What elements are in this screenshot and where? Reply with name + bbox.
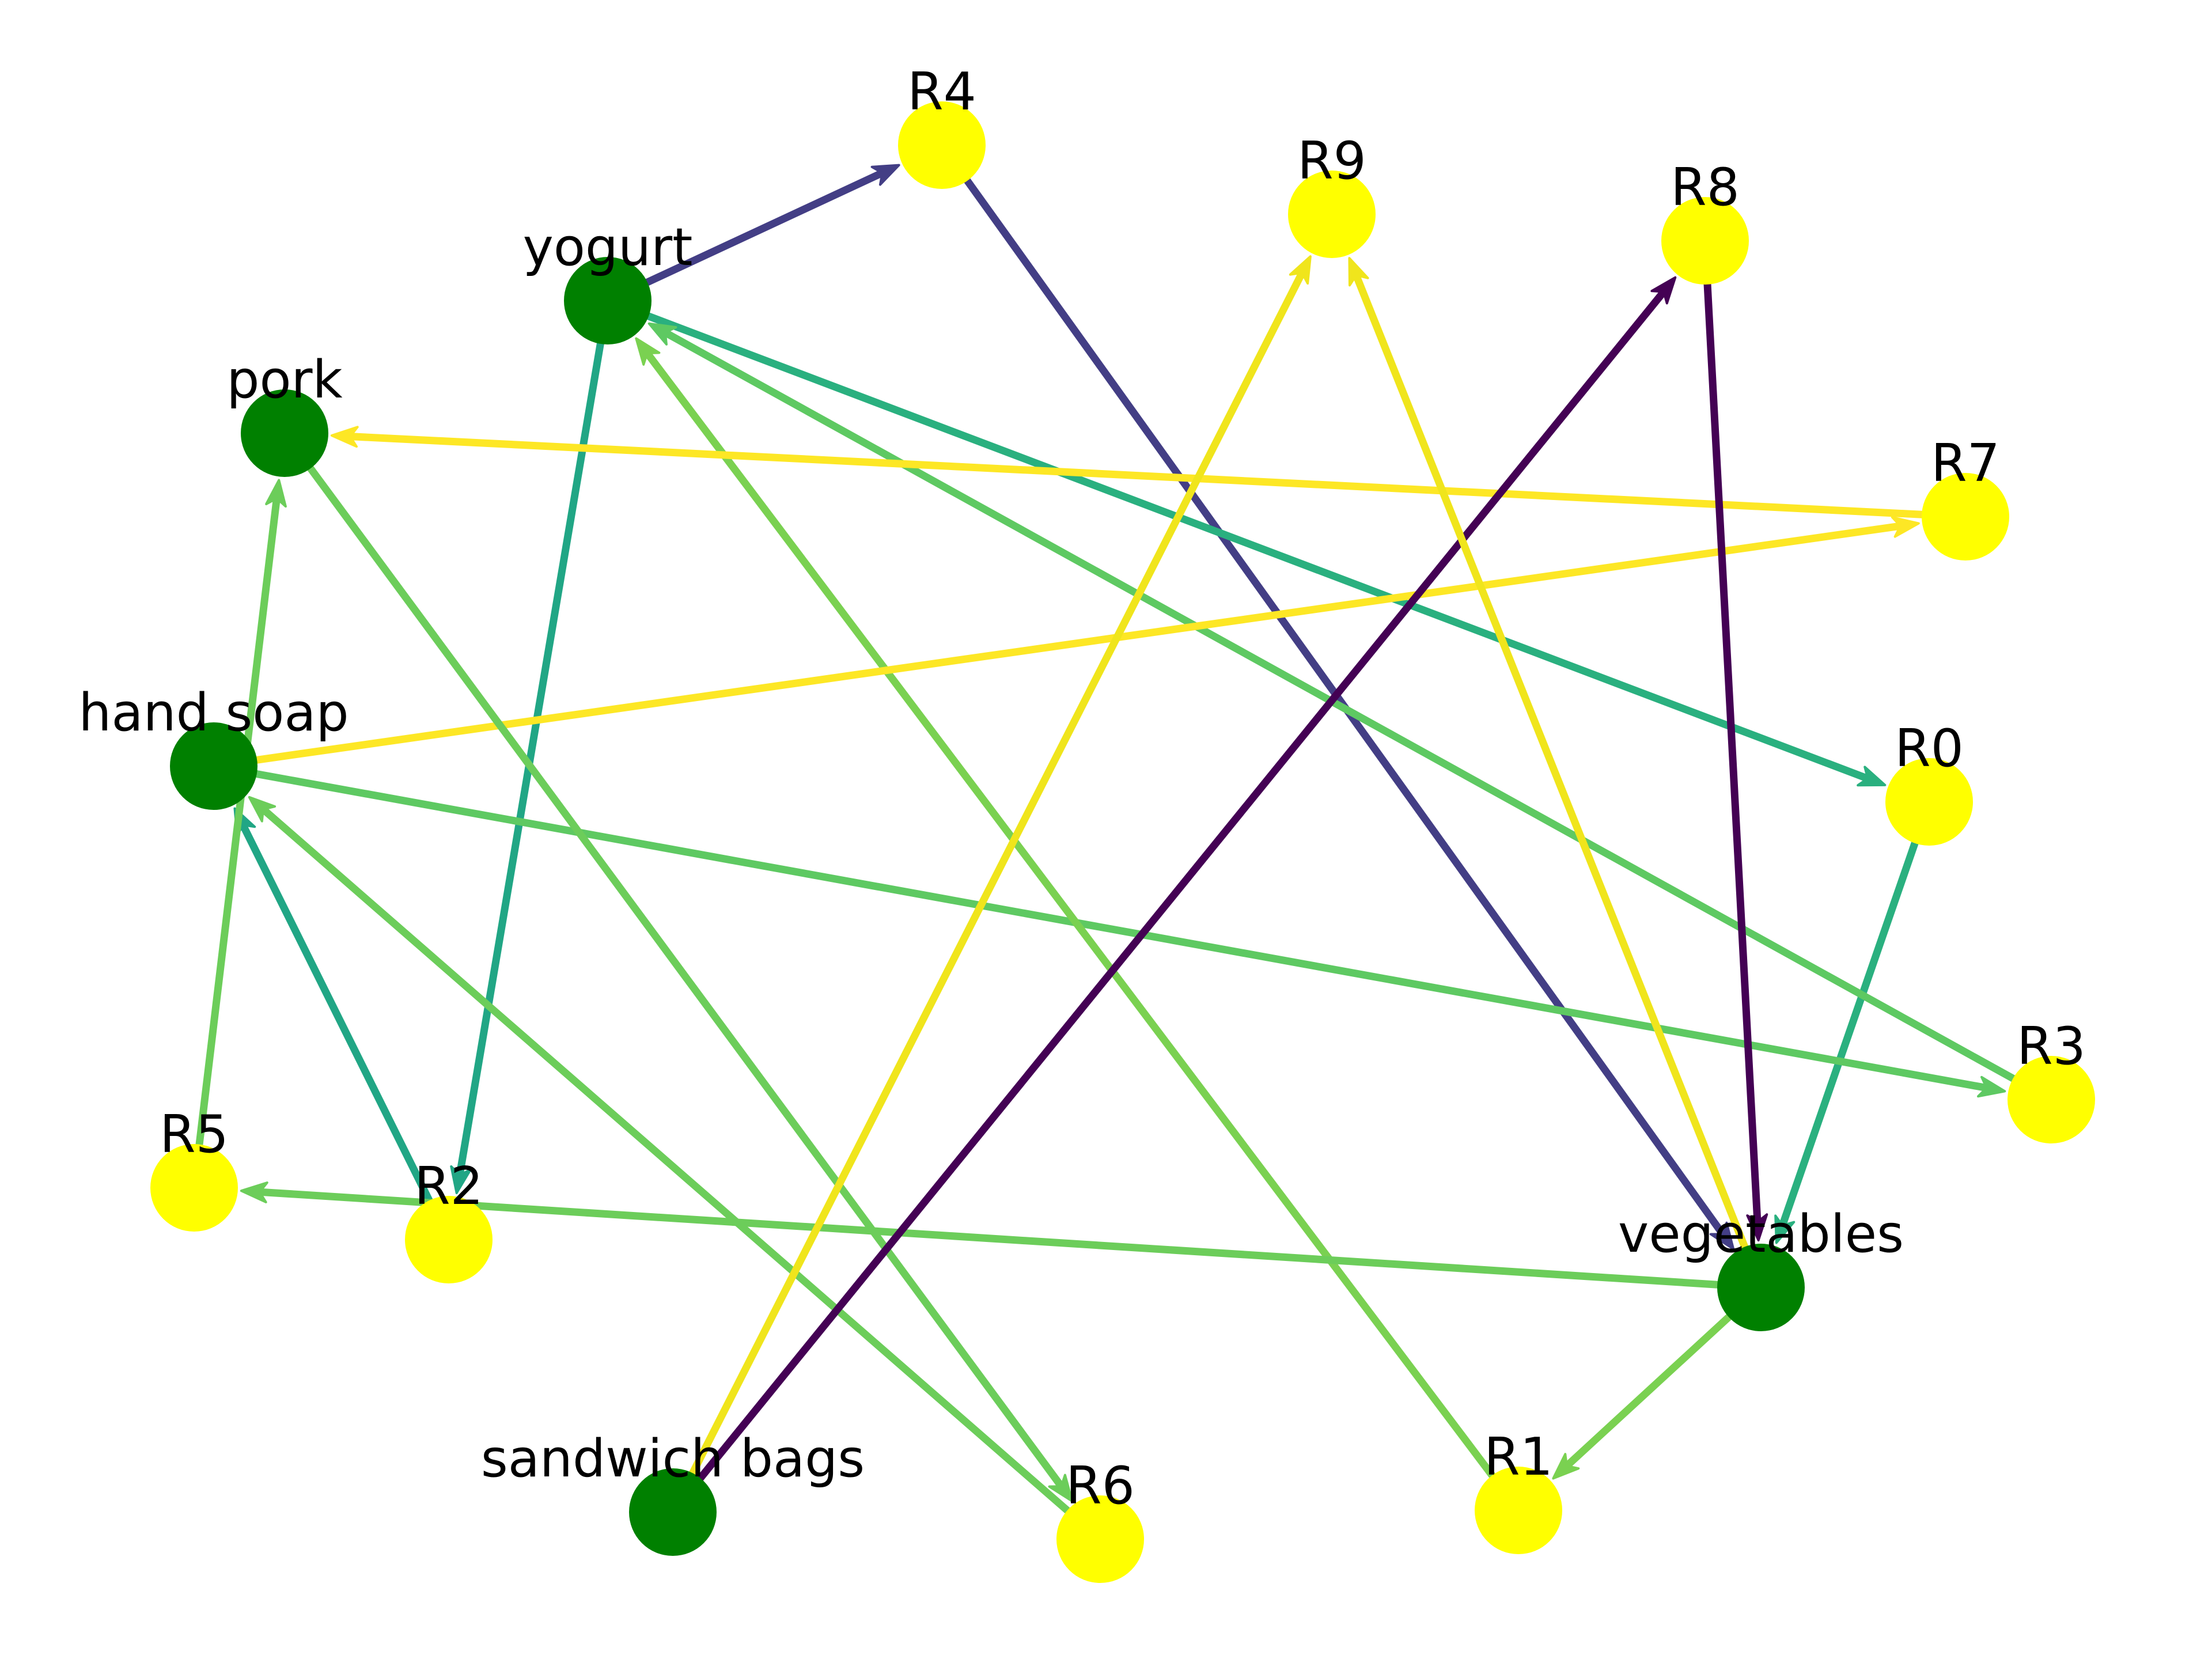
edge-vegetables-to-r1 [1552, 1304, 1743, 1480]
edge-line [1353, 274, 1753, 1263]
nodes-layer [150, 101, 2095, 1583]
edge-vegetables-to-r5 [240, 1181, 1734, 1290]
edge-vegetables-to-r9 [1348, 257, 1753, 1263]
edge-line [349, 433, 1939, 519]
arrowhead-icon [1048, 1474, 1074, 1503]
arrowhead-icon [1976, 1075, 2006, 1098]
arrowhead-icon [1857, 766, 1887, 787]
edge-r3-to-yogurt [647, 322, 2028, 1089]
node-r6 [1056, 1495, 1144, 1583]
edge-line [240, 768, 1988, 1092]
edge-line [194, 497, 281, 1161]
node-label-hand-soap: hand soap [78, 683, 349, 743]
edge-line [1703, 267, 1762, 1224]
node-label-r1: R1 [1484, 1427, 1553, 1487]
edge-line [683, 271, 1305, 1489]
arrowhead-icon [450, 1165, 472, 1195]
edge-line [456, 327, 607, 1177]
node-pork [241, 389, 328, 477]
edges-layer [194, 164, 2028, 1523]
edge-pork-to-r6 [299, 454, 1074, 1503]
edge-line [258, 1188, 1734, 1290]
node-r9 [1288, 171, 1376, 258]
node-r3 [2008, 1056, 2095, 1143]
edge-line [645, 351, 1504, 1490]
arrowhead-icon [1709, 1221, 1735, 1251]
node-label-vegetables: vegetables [1618, 1204, 1904, 1264]
edge-line [632, 308, 1870, 782]
edge-r7-to-pork [330, 426, 1939, 519]
arrowhead-icon [870, 164, 900, 186]
node-label-pork: pork [226, 350, 342, 410]
node-r1 [1475, 1467, 1562, 1554]
arrowhead-icon [1348, 257, 1369, 287]
node-vegetables [1717, 1244, 1805, 1331]
edge-line [261, 807, 1081, 1523]
node-label-r6: R6 [1066, 1456, 1135, 1516]
arrowhead-icon [1650, 276, 1677, 305]
node-label-r3: R3 [2017, 1016, 2086, 1077]
node-r5 [150, 1144, 238, 1232]
edge-r1-to-yogurt [635, 337, 1504, 1490]
edge-line [688, 290, 1666, 1493]
labels-layer: yogurt pork hand soap sandwich bags vegetabl… [78, 62, 2086, 1516]
arrowhead-icon [248, 796, 276, 823]
node-label-r8: R8 [1671, 157, 1740, 218]
arrowhead-icon [1774, 1214, 1796, 1244]
arrowhead-icon [1891, 516, 1920, 538]
edge-sandwich-bags-to-r9 [683, 255, 1312, 1489]
node-label-r4: R4 [907, 62, 976, 122]
edge-line [240, 522, 1902, 766]
node-r4 [898, 101, 986, 189]
edge-r6-to-hand-soap [248, 796, 1081, 1523]
edge-sandwich-bags-to-r8 [688, 276, 1677, 1493]
node-label-r2: R2 [414, 1156, 483, 1217]
edge-line [299, 454, 1064, 1488]
arrowhead-icon [647, 322, 677, 346]
edge-r0-to-vegetables [1774, 827, 1923, 1244]
node-r2 [405, 1196, 493, 1283]
edge-yogurt-to-r2 [450, 327, 607, 1195]
node-hand-soap [170, 722, 257, 810]
node-r7 [1922, 473, 2009, 560]
node-sandwich-bags [629, 1468, 717, 1556]
node-label-r9: R9 [1297, 131, 1366, 191]
arrowhead-icon [330, 426, 359, 448]
edge-line [1779, 827, 1923, 1227]
edge-yogurt-to-r0 [632, 308, 1887, 787]
arrowhead-icon [635, 337, 661, 366]
edge-yogurt-to-r4 [631, 164, 900, 292]
arrowhead-icon [240, 1181, 268, 1203]
node-label-sandwich-bags: sandwich bags [481, 1429, 865, 1489]
node-label-r7: R7 [1931, 433, 2000, 494]
node-yogurt [564, 257, 652, 344]
node-label-r0: R0 [1895, 718, 1964, 779]
edge-line [240, 823, 439, 1216]
edge-line [631, 170, 884, 292]
edge-hand-soap-to-r7 [240, 516, 1920, 766]
edge-hand-soap-to-r3 [240, 768, 2006, 1098]
edge-r5-to-pork [194, 479, 287, 1161]
arrowhead-icon [1552, 1453, 1580, 1480]
node-r8 [1661, 197, 1749, 285]
edge-line [956, 166, 1725, 1236]
node-label-r5: R5 [160, 1104, 229, 1165]
arrowhead-icon [1289, 255, 1312, 285]
edge-line [663, 329, 2028, 1089]
node-r0 [1885, 758, 1973, 846]
node-label-yogurt: yogurt [523, 217, 693, 278]
edge-line [1565, 1304, 1743, 1468]
arrowhead-icon [1746, 1213, 1768, 1242]
edge-r8-to-vegetables [1703, 267, 1768, 1242]
arrowhead-icon [265, 479, 287, 508]
edge-r4-to-vegetables [956, 166, 1735, 1251]
